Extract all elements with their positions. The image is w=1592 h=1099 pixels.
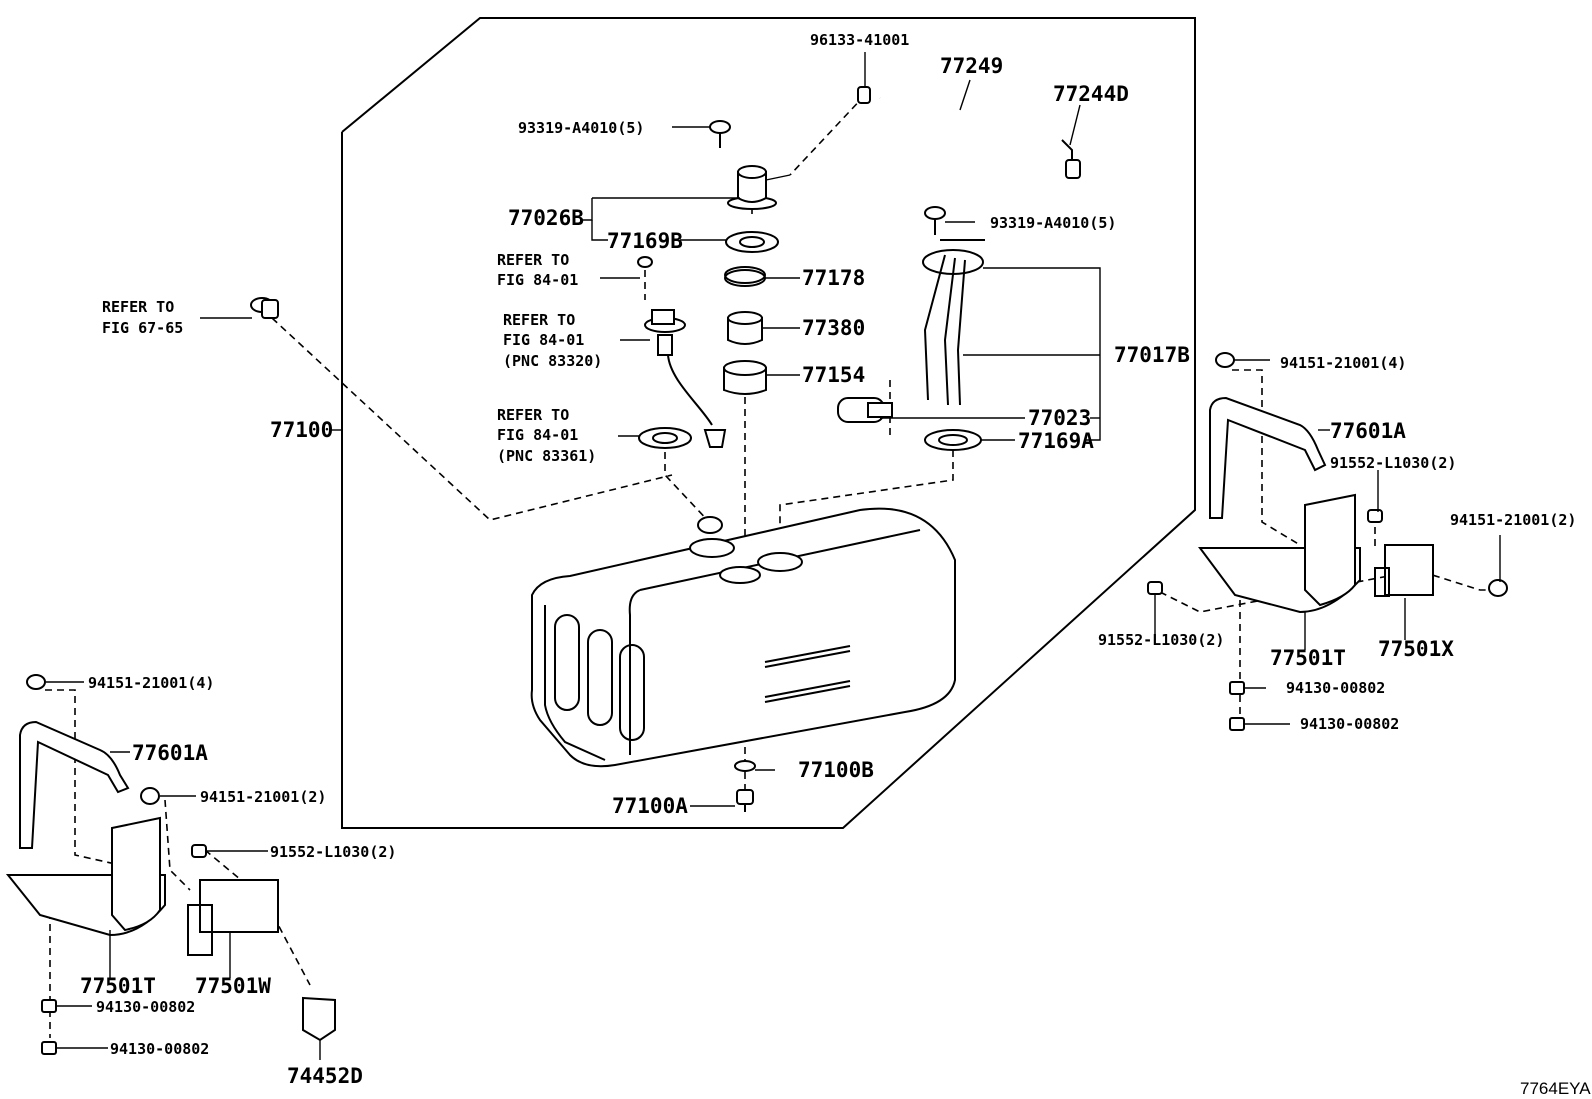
nut-icon xyxy=(26,674,207,1055)
label-r-94130-2: 94130-00802 xyxy=(1300,715,1399,733)
label-refer-c-line2: FIG 84-01 xyxy=(497,426,578,444)
fuel-tank-icon xyxy=(530,507,956,768)
vent-valve-icon xyxy=(1061,139,1081,179)
nut-icon xyxy=(1147,352,1508,731)
band-icon xyxy=(1209,396,1327,519)
cap-insert-icon xyxy=(727,311,763,345)
label-77017b: 77017B xyxy=(1114,343,1190,367)
label-77178: 77178 xyxy=(802,266,865,290)
bracket-icon xyxy=(1198,493,1361,614)
label-l-94151-top: 94151-21001(4) xyxy=(88,674,214,692)
label-r-94151-side: 94151-21001(2) xyxy=(1450,511,1576,529)
label-l-91552: 91552-L1030(2) xyxy=(270,843,396,861)
bracket-x-icon xyxy=(1374,544,1434,597)
label-refer-67-line2: FIG 67-65 xyxy=(102,319,183,337)
label-77169a: 77169A xyxy=(1018,429,1094,453)
cutoff-valve-icon xyxy=(727,165,791,210)
label-l-94130-1: 94130-00802 xyxy=(96,998,195,1016)
gasket-icon xyxy=(924,429,982,451)
sender-assy-icon xyxy=(922,239,985,406)
label-r-94130-1: 94130-00802 xyxy=(1286,679,1385,697)
label-refer-a-line1: REFER TO xyxy=(497,251,569,269)
label-77100: 77100 xyxy=(270,418,333,442)
label-refer-c-line3: (PNC 83361) xyxy=(497,447,596,465)
label-refer-b-line2: FIG 84-01 xyxy=(503,331,584,349)
label-77169b: 77169B xyxy=(607,229,683,253)
label-l-77601a: 77601A xyxy=(132,741,208,765)
drain-washer-icon xyxy=(734,760,756,772)
label-refer-b-line1: REFER TO xyxy=(503,311,575,329)
filler-insert-icon xyxy=(723,360,767,395)
label-refer-a-line2: FIG 84-01 xyxy=(497,271,578,289)
screw-icon xyxy=(709,120,731,148)
bracket-icon xyxy=(5,816,166,937)
fitting-icon xyxy=(250,297,279,319)
label-r-91552-lower: 91552-L1030(2) xyxy=(1098,631,1224,649)
label-l-94130-2: 94130-00802 xyxy=(110,1040,209,1058)
assembly-frame xyxy=(341,17,1196,829)
label-refer-b-line3: (PNC 83320) xyxy=(503,352,602,370)
label-77100a: 77100A xyxy=(612,794,688,818)
drain-plug-icon xyxy=(736,789,754,812)
fuel-pump-icon xyxy=(837,397,893,423)
gasket-icon xyxy=(638,427,692,449)
label-l-94151-side: 94151-21001(2) xyxy=(200,788,326,806)
label-77026b: 77026B xyxy=(508,206,584,230)
label-77023: 77023 xyxy=(1028,406,1091,430)
leader-lines xyxy=(46,52,1501,1060)
label-96133-41001: 96133-41001 xyxy=(810,31,909,49)
gasket-icon xyxy=(725,231,779,253)
label-93319-left: 93319-A4010(5) xyxy=(518,119,644,137)
label-77380: 77380 xyxy=(802,316,865,340)
clamp-icon xyxy=(857,86,871,104)
screw-icon xyxy=(924,206,946,235)
band-icon xyxy=(19,720,130,849)
label-l-74452d: 74452D xyxy=(287,1064,363,1088)
ring-icon xyxy=(724,266,766,287)
bracket-w-icon xyxy=(187,879,279,956)
label-77154: 77154 xyxy=(802,363,865,387)
label-r-77501t: 77501T xyxy=(1270,646,1346,670)
label-93319-right: 93319-A4010(5) xyxy=(990,214,1116,232)
label-l-77501w: 77501W xyxy=(195,974,271,998)
sender-gauge-icon xyxy=(637,256,727,448)
label-r-91552-upper: 91552-L1030(2) xyxy=(1330,454,1456,472)
plate-icon xyxy=(302,996,336,1042)
label-r-77601a: 77601A xyxy=(1330,419,1406,443)
label-77249: 77249 xyxy=(940,54,1003,78)
label-l-77501t: 77501T xyxy=(80,974,156,998)
label-77244d: 77244D xyxy=(1053,82,1129,106)
label-r-77501x: 77501X xyxy=(1378,637,1454,661)
label-r-94151-top: 94151-21001(4) xyxy=(1280,354,1406,372)
vent-hose-icon xyxy=(879,95,1063,143)
label-refer-67-line1: REFER TO xyxy=(102,298,174,316)
diagram-code: 7764EYA xyxy=(1520,1079,1591,1098)
label-77100b: 77100B xyxy=(798,758,874,782)
label-refer-c-line1: REFER TO xyxy=(497,406,569,424)
